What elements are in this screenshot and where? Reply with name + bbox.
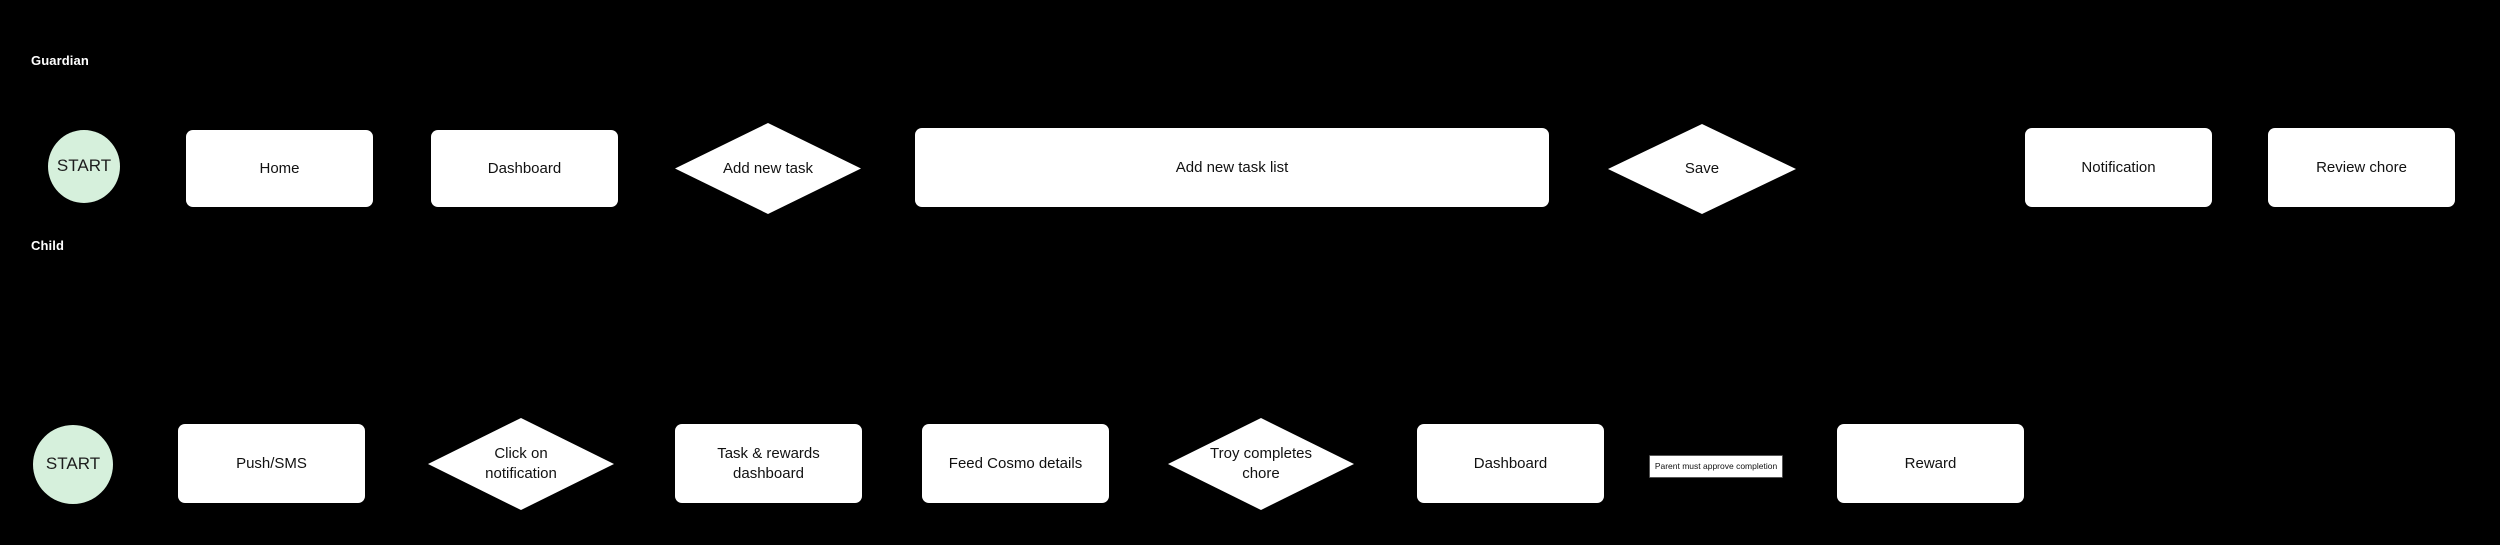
flow-node-label: Troy completes chore (1210, 445, 1312, 482)
flow-node-process-add-new-task-list[interactable]: Add new task list (915, 128, 1549, 207)
flow-node-decision-click-on-notification[interactable]: Click on notification (428, 418, 614, 510)
flow-node-label: Dashboard (1473, 454, 1548, 472)
flow-node-process-review-chore[interactable]: Review chore (2268, 128, 2455, 207)
flow-node-label: Home (259, 159, 300, 177)
flow-node-process-dashboard[interactable]: Dashboard (431, 130, 618, 207)
flow-node-label: Task & rewards dashboard (717, 444, 820, 482)
flow-node-process-dashboard[interactable]: Dashboard (1417, 424, 1604, 503)
flow-node-decision-troy-completes-chore[interactable]: Troy completes chore (1168, 418, 1354, 510)
flow-node-process-reward[interactable]: Reward (1837, 424, 2024, 503)
flow-node-circle-start[interactable]: START (48, 130, 120, 203)
flow-node-process-feed-cosmo-details[interactable]: Feed Cosmo details (922, 424, 1109, 503)
flow-node-label: Dashboard (487, 159, 562, 177)
flow-node-decision-add-new-task[interactable]: Add new task (675, 123, 861, 214)
flow-node-label: Notification (2081, 158, 2156, 176)
flow-node-label: Review chore (2316, 158, 2407, 176)
flow-node-label: START (45, 454, 101, 474)
flow-node-label: Click on notification (485, 445, 557, 482)
flow-node-note-parent-must-approve-completion[interactable]: Parent must approve completion (1649, 455, 1783, 478)
flow-node-label: Reward (1904, 454, 1957, 472)
flow-node-decision-save[interactable]: Save (1608, 124, 1796, 214)
flow-node-process-push-sms[interactable]: Push/SMS (178, 424, 365, 503)
flow-node-label: Add new task (722, 159, 814, 177)
flow-node-label: Feed Cosmo details (948, 454, 1083, 472)
flow-node-circle-start[interactable]: START (33, 425, 113, 504)
flow-node-label: Parent must approve completion (1654, 460, 1778, 471)
flow-node-process-notification[interactable]: Notification (2025, 128, 2212, 207)
flow-node-label: Save (1684, 160, 1720, 178)
flow-node-label: Add new task list (1175, 158, 1289, 176)
flow-node-label: Push/SMS (236, 454, 307, 472)
lane-label-child: Child (31, 238, 64, 253)
flow-node-process-task-rewards-dashboard[interactable]: Task & rewards dashboard (675, 424, 862, 503)
flow-node-process-home[interactable]: Home (186, 130, 373, 207)
flow-node-label: START (56, 156, 112, 176)
lane-label-guardian: Guardian (31, 53, 89, 68)
